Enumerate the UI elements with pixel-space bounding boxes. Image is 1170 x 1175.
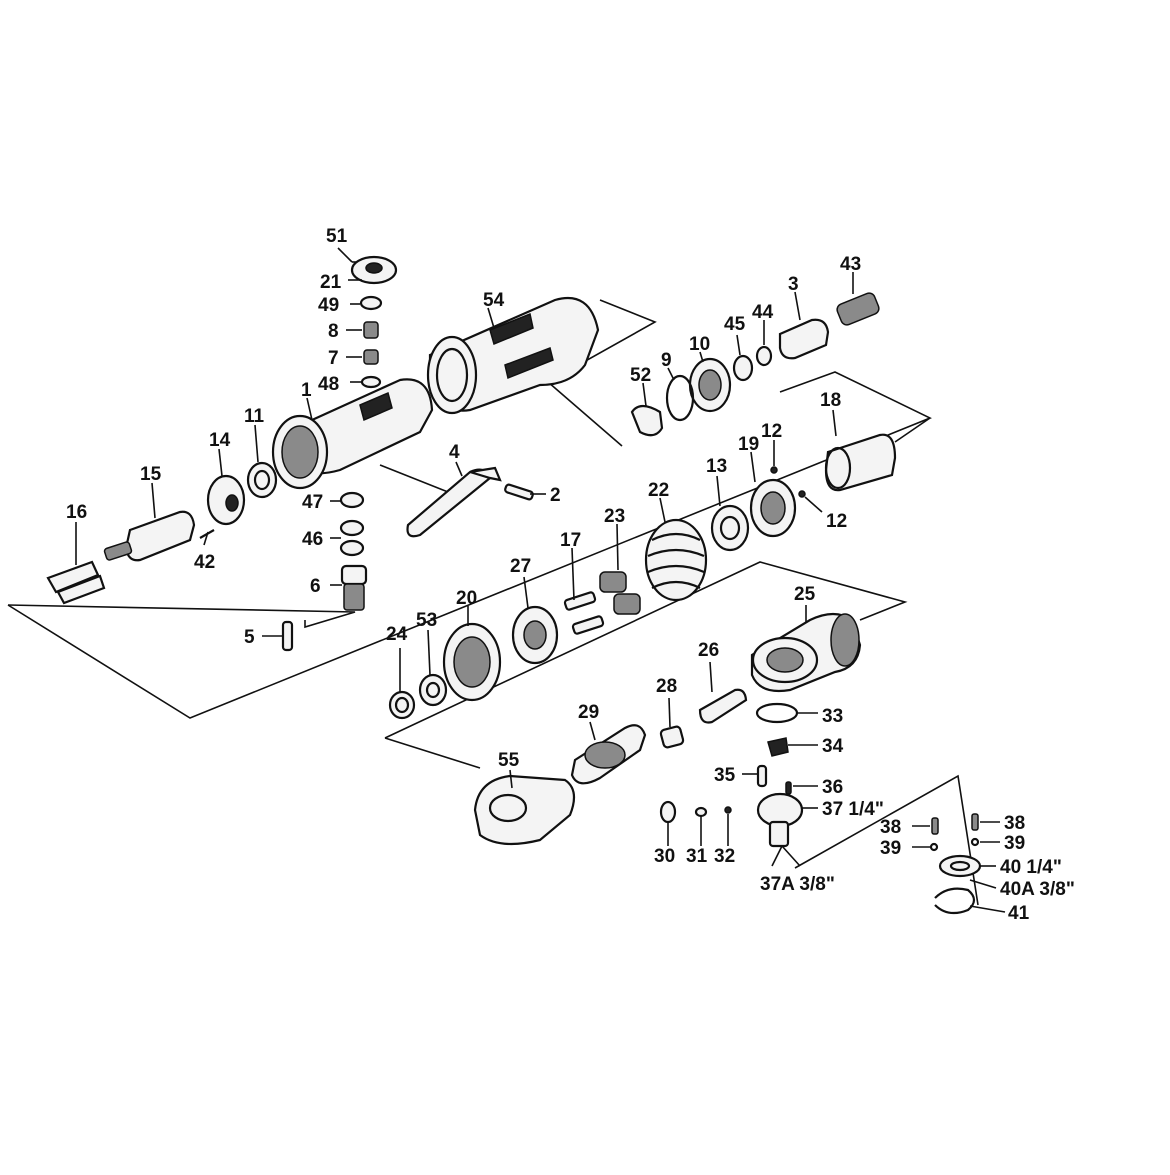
callout-40a-three-eighths-inch: 40A 3/8" — [1000, 879, 1075, 900]
callout-53: 53 — [416, 610, 437, 631]
callout-23: 23 — [604, 506, 625, 527]
callout-25: 25 — [794, 584, 816, 605]
callout-4: 4 — [449, 442, 460, 463]
callout-16: 16 — [66, 502, 87, 523]
ratchet-head-parts — [473, 605, 862, 846]
callout-39-right: 39 — [1004, 833, 1025, 854]
callout-22: 22 — [648, 480, 669, 501]
air-inlet-parts — [630, 272, 880, 437]
callout-27: 27 — [510, 556, 531, 577]
valve-stack — [337, 247, 398, 389]
housing-sleeve-54 — [426, 296, 600, 415]
callout-32: 32 — [714, 846, 735, 867]
callout-11: 11 — [244, 406, 265, 427]
callout-55: 55 — [498, 750, 520, 771]
callout-38-right: 38 — [1004, 813, 1025, 834]
callout-26: 26 — [698, 640, 719, 661]
end-plate-14 — [206, 448, 246, 526]
callout-6: 6 — [310, 576, 321, 597]
callout-14: 14 — [209, 430, 231, 451]
trigger-lever-4 — [406, 461, 546, 538]
callout-21: 21 — [320, 272, 342, 293]
callout-37a-three-eighths-inch: 37A 3/8" — [760, 874, 835, 895]
callout-28: 28 — [656, 676, 677, 697]
callout-46: 46 — [302, 529, 323, 550]
callout-5: 5 — [244, 627, 255, 648]
callout-9: 9 — [661, 350, 672, 371]
callout-1: 1 — [301, 380, 312, 401]
callout-labels: 51 21 49 8 7 48 54 1 11 14 15 16 42 47 4… — [66, 226, 1075, 924]
callout-34: 34 — [822, 736, 844, 757]
callout-51: 51 — [326, 226, 348, 247]
vanes-16 — [46, 522, 106, 605]
callout-48: 48 — [318, 374, 339, 395]
rotor-15 — [103, 482, 196, 562]
callout-45: 45 — [724, 314, 746, 335]
bearing-11 — [246, 424, 278, 499]
callout-52: 52 — [630, 365, 651, 386]
callout-7: 7 — [328, 348, 339, 369]
callout-29: 29 — [578, 702, 599, 723]
drive-parts — [659, 702, 818, 867]
callout-12-lower: 12 — [826, 511, 847, 532]
callout-35: 35 — [714, 765, 736, 786]
callout-47: 47 — [302, 492, 323, 513]
callout-38-left: 38 — [880, 817, 901, 838]
callout-17: 17 — [560, 530, 581, 551]
callout-39-left: 39 — [880, 838, 901, 859]
callout-36: 36 — [822, 777, 843, 798]
callout-10: 10 — [689, 334, 710, 355]
pin-42 — [199, 529, 215, 546]
callout-2: 2 — [550, 485, 561, 506]
callout-20: 20 — [456, 588, 477, 609]
callout-42: 42 — [194, 552, 215, 573]
callout-15: 15 — [140, 464, 162, 485]
callout-24: 24 — [386, 624, 408, 645]
callout-41: 41 — [1008, 903, 1030, 924]
callout-13: 13 — [706, 456, 727, 477]
callout-12-upper: 12 — [761, 421, 782, 442]
callout-33: 33 — [822, 706, 843, 727]
motor-parts — [388, 409, 897, 720]
callout-40-quarter-inch: 40 1/4" — [1000, 857, 1062, 878]
callout-8: 8 — [328, 321, 339, 342]
callout-49: 49 — [318, 295, 339, 316]
inlet-parts — [262, 491, 368, 652]
callout-31: 31 — [686, 846, 708, 867]
callout-54: 54 — [483, 290, 505, 311]
callout-30: 30 — [654, 846, 675, 867]
callout-43: 43 — [840, 254, 861, 275]
callout-18: 18 — [820, 390, 841, 411]
retainer-parts — [912, 813, 1006, 915]
main-housing-1 — [271, 378, 434, 490]
callout-3: 3 — [788, 274, 799, 295]
callout-19: 19 — [738, 434, 759, 455]
callout-37-quarter-inch: 37 1/4" — [822, 799, 884, 820]
callout-44: 44 — [752, 302, 774, 323]
